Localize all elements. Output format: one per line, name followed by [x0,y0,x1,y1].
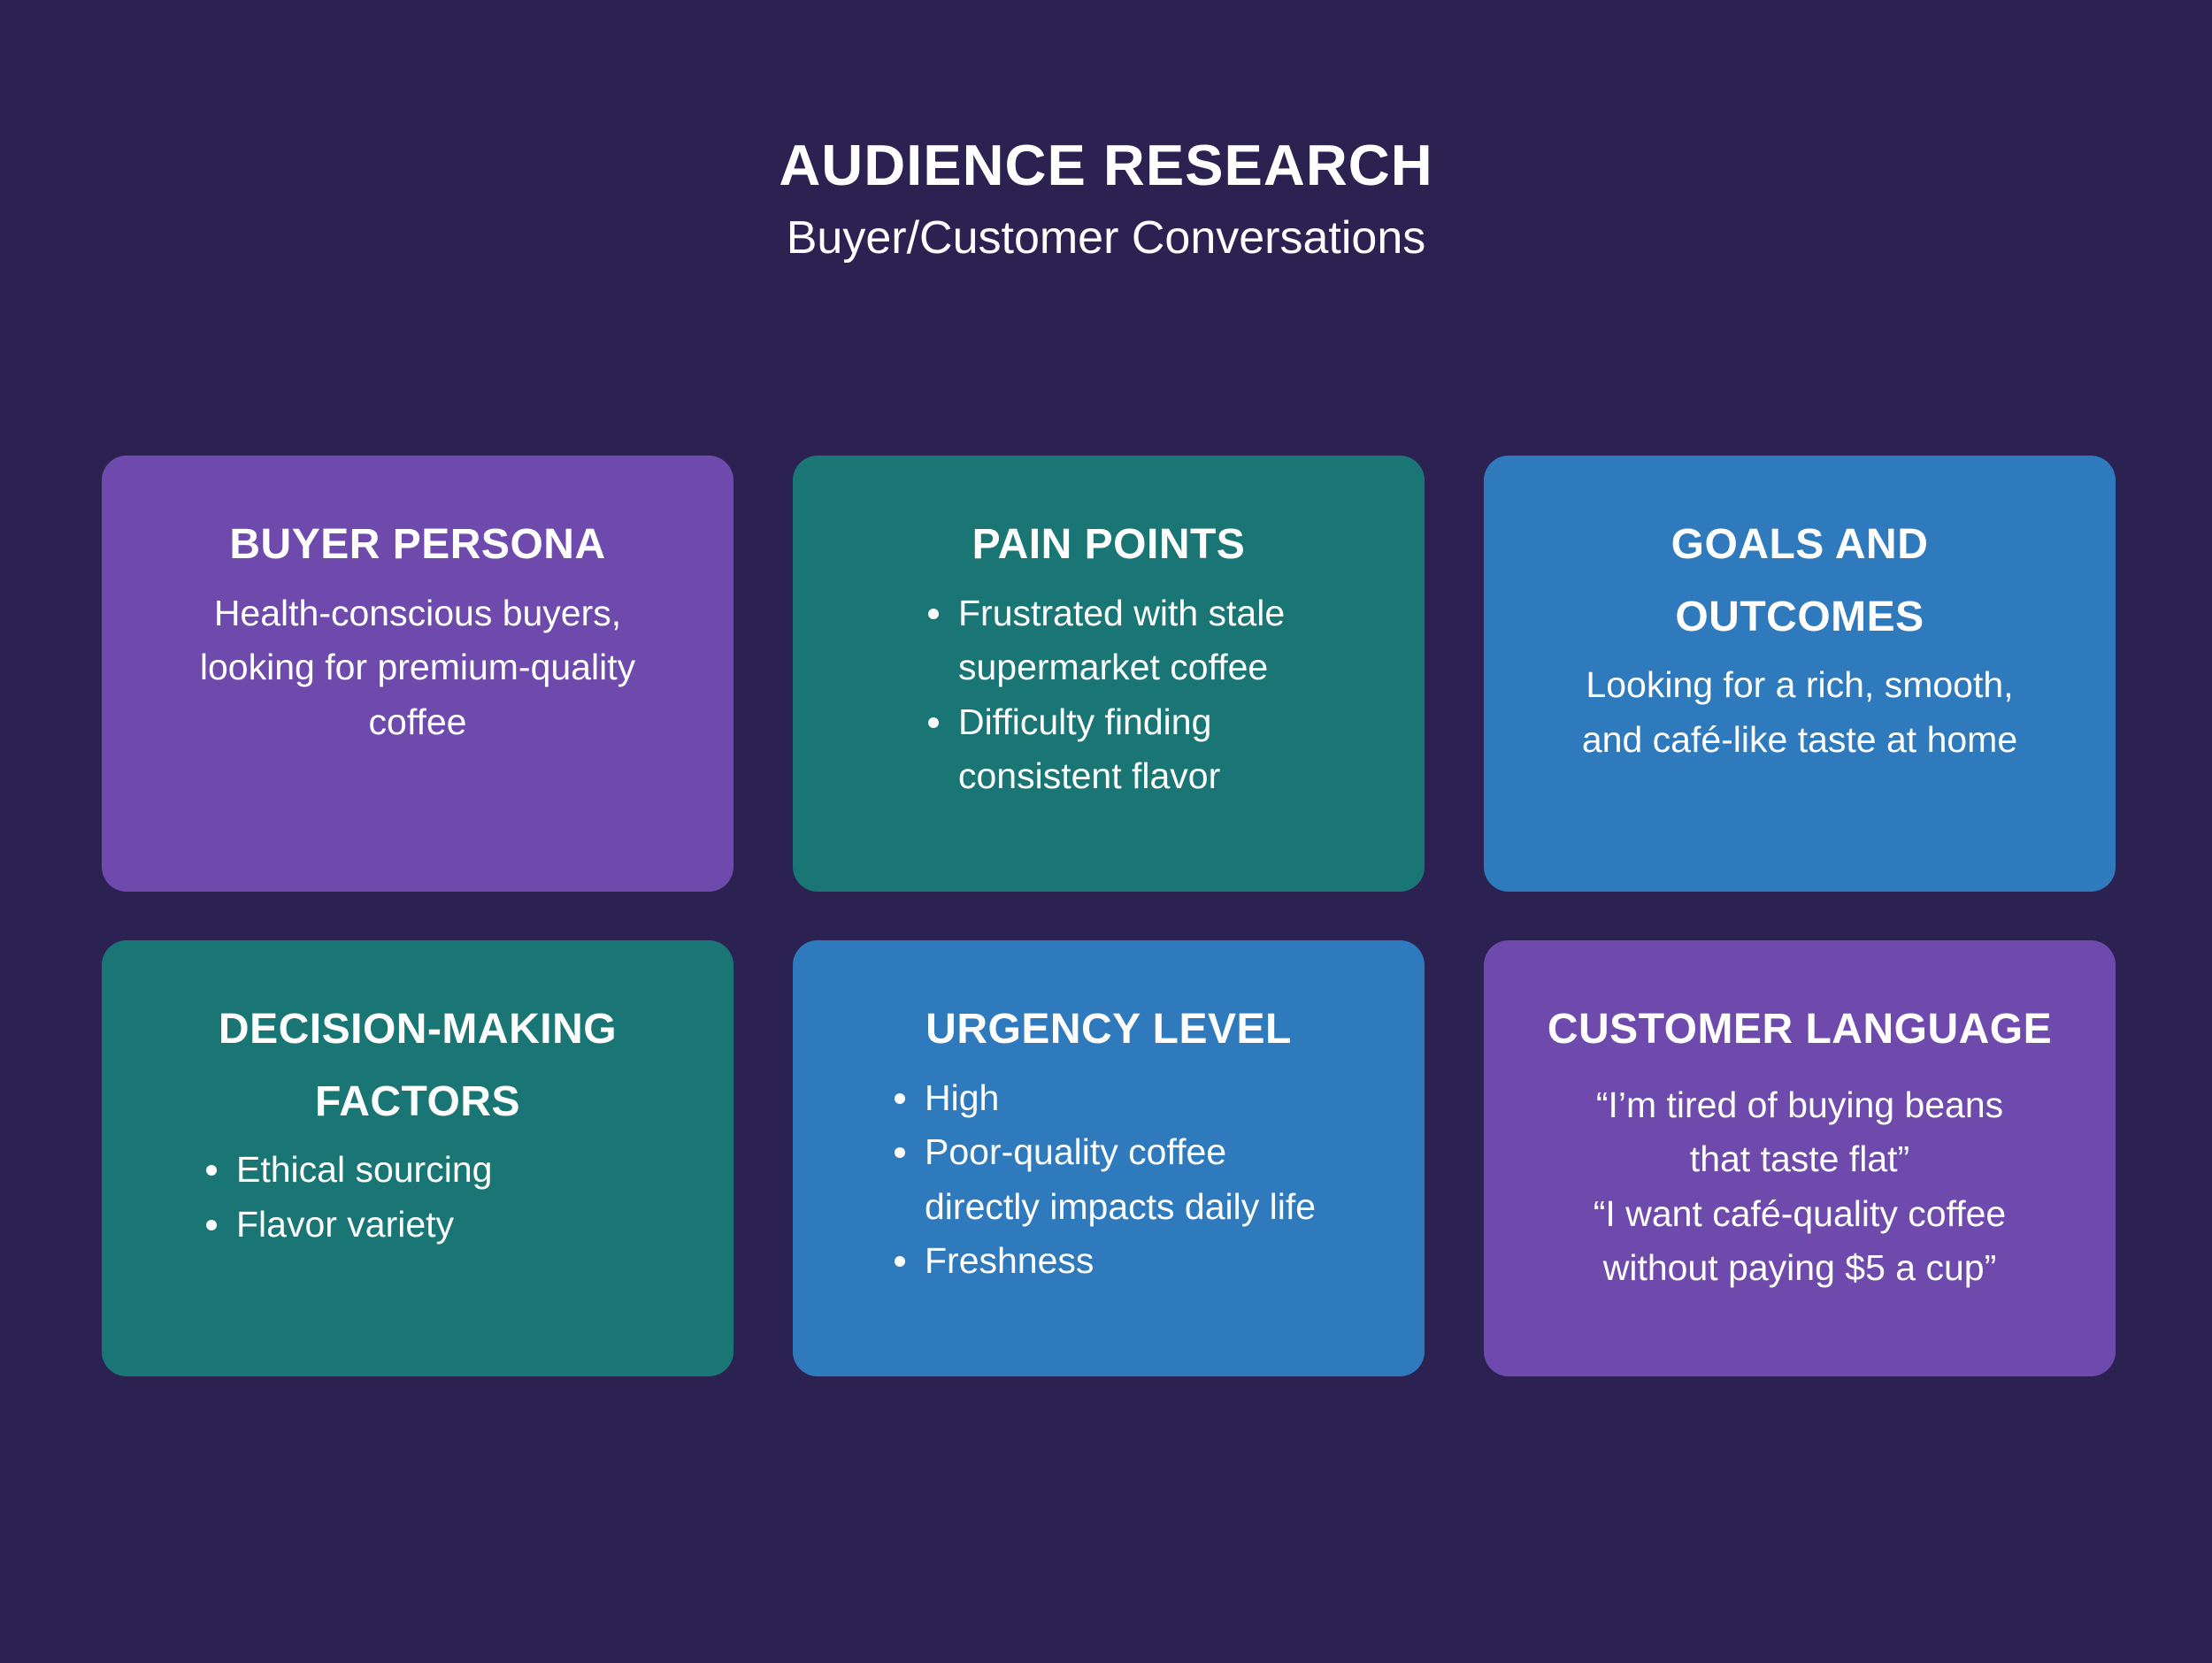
card-title: GOALS AND OUTCOMES [1671,521,1929,640]
bullet-item: Frustrated with stale supermarket coffee [928,586,1393,695]
bullet-list: High Poor-quality coffee directly impact… [895,1071,1393,1289]
quote-text: “I want café-quality coffee without payi… [1593,1192,2007,1289]
card-body: Looking for a rich, smooth, and café-lik… [1581,664,2018,760]
bullet-item: High [895,1071,1393,1126]
card-decision-making-factors: DECISION-MAKING FACTORS Ethical sourcing… [102,940,733,1376]
card-title: BUYER PERSONA [229,521,606,568]
quote-block: “I’m tired of buying beans that taste fl… [1516,1078,2084,1296]
bullet-list: Ethical sourcing Flavor variety [206,1143,702,1252]
card-urgency-level: URGENCY LEVEL High Poor-quality coffee d… [793,940,1425,1376]
bullet-item: Poor-quality coffee directly impacts dai… [895,1125,1393,1234]
bullet-item: Freshness [895,1234,1393,1289]
page-header: AUDIENCE RESEARCH Buyer/Customer Convers… [0,131,2212,265]
page-title: AUDIENCE RESEARCH [779,133,1433,197]
card-title: DECISION-MAKING FACTORS [218,1006,618,1125]
card-title: URGENCY LEVEL [926,1006,1292,1053]
card-grid: BUYER PERSONA Health-conscious buyers, l… [102,456,2116,1376]
card-pain-points: PAIN POINTS Frustrated with stale superm… [793,456,1425,892]
quote-text: “I’m tired of buying beans that taste fl… [1595,1084,2004,1180]
card-customer-language: CUSTOMER LANGUAGE “I’m tired of buying b… [1484,940,2116,1376]
card-goals-and-outcomes: GOALS AND OUTCOMES Looking for a rich, s… [1484,456,2116,892]
card-body: Health-conscious buyers, looking for pre… [199,592,636,742]
bullet-item: Ethical sourcing [206,1143,702,1198]
bullet-list: Frustrated with stale supermarket coffee… [928,586,1393,804]
page-subtitle: Buyer/Customer Conversations [786,212,1426,264]
card-buyer-persona: BUYER PERSONA Health-conscious buyers, l… [102,456,733,892]
bullet-item: Flavor variety [206,1198,702,1253]
bullet-item: Difficulty finding consistent flavor [928,695,1393,804]
card-title: CUSTOMER LANGUAGE [1547,1006,2053,1053]
card-title: PAIN POINTS [972,521,1246,568]
